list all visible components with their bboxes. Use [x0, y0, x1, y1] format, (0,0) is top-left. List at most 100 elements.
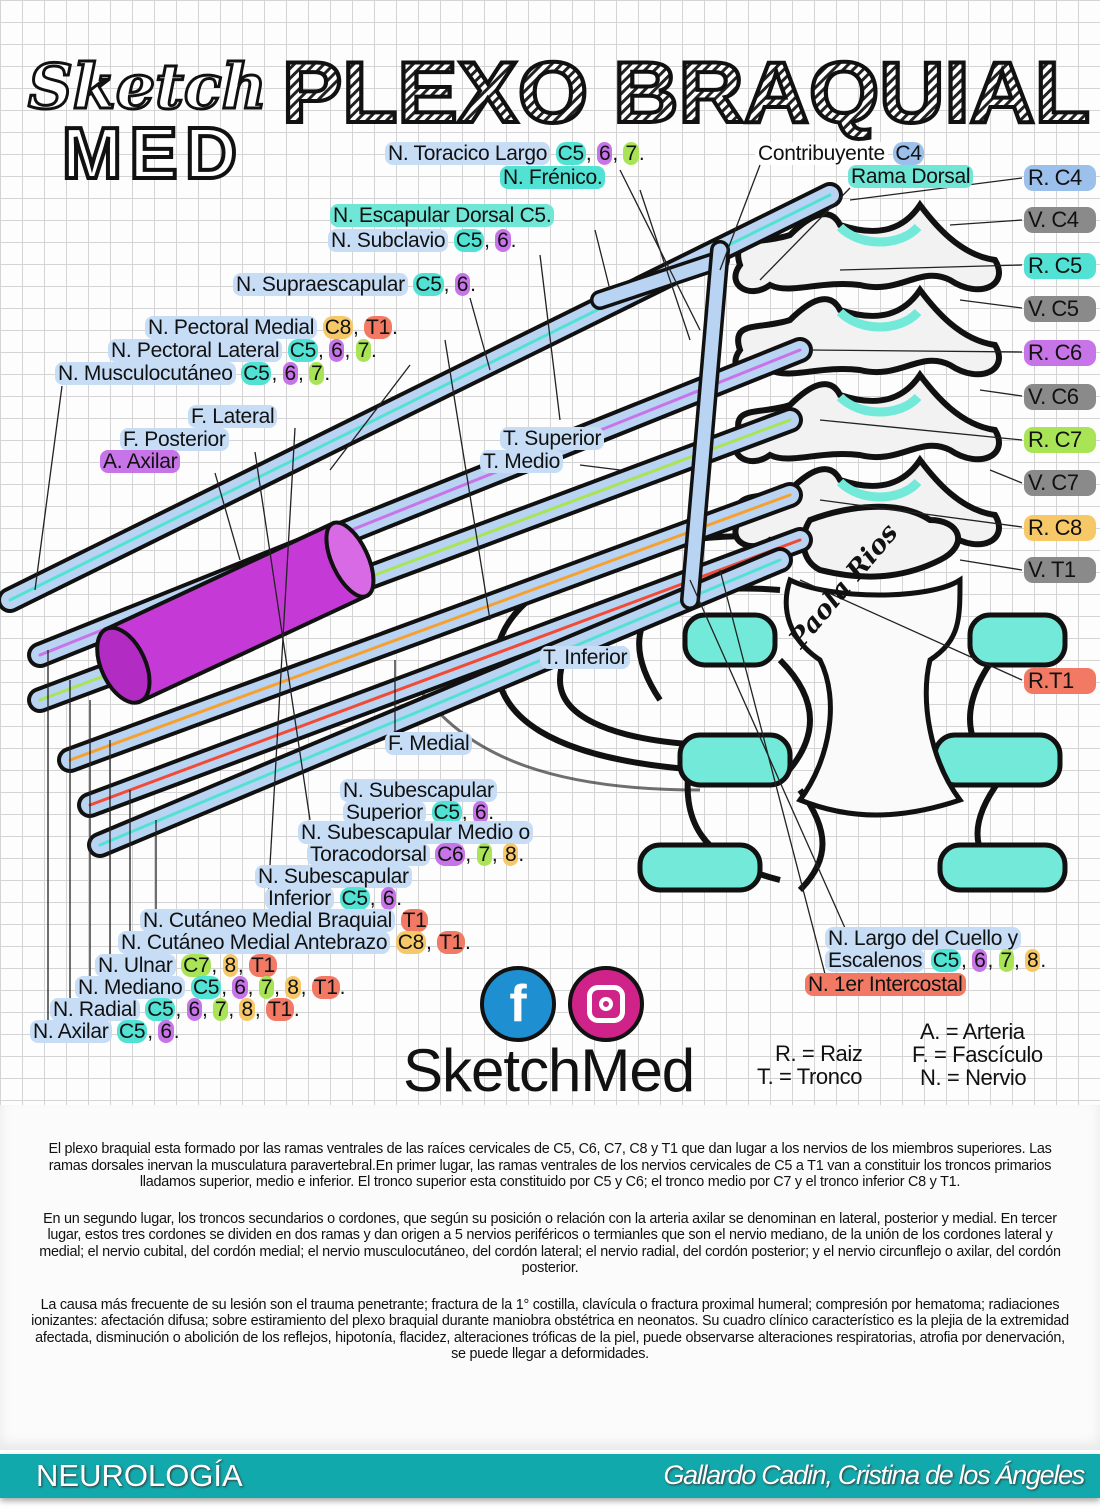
legend-fasciculo: F. = Fascículo	[912, 1042, 1043, 1067]
root-badge: 6	[596, 142, 613, 165]
footer-band: NEUROLOGÍA Gallardo Cadin, Cristina de l…	[0, 1454, 1100, 1498]
root-badge: T1	[364, 316, 392, 339]
root-badge: 6	[282, 362, 298, 385]
root-badge: 6	[454, 273, 471, 296]
label-end: .	[391, 316, 398, 339]
label-musculocutaneo: N. Musculocutáneo C5, 6, 7.	[55, 362, 330, 385]
svg-text:Sketch: Sketch	[28, 50, 267, 123]
label-end: .	[324, 362, 330, 385]
label-end: .	[1040, 949, 1046, 972]
label-text: N. Cutáneo Medial Antebrazo	[118, 931, 391, 954]
label-text: T. Superior	[500, 427, 605, 450]
label-text: N. Subescapular	[340, 779, 497, 802]
label-text: N. Ulnar	[95, 954, 176, 977]
page-title: PLEXO BRAQUIAL	[282, 45, 1090, 141]
side-label-rc5: R. C5	[1024, 253, 1096, 279]
label-text: N. Subclavio	[328, 229, 449, 252]
label-text: F. Medial	[385, 732, 473, 755]
thoracic-body	[783, 575, 965, 818]
label-t-medio: T. Medio	[480, 450, 563, 473]
label-text: F. Posterior	[120, 428, 229, 451]
root-badge: 8	[502, 843, 519, 866]
nerve-cord	[593, 253, 727, 307]
nerve-bundles	[0, 182, 843, 858]
label-end: .	[518, 843, 524, 866]
nerve-cord	[68, 493, 792, 762]
label-f-medial: F. Medial	[385, 732, 473, 755]
root-badge: 6	[380, 887, 397, 910]
svg-text:MED: MED	[62, 114, 237, 194]
label-text: N. Radial	[50, 998, 140, 1021]
root-badge: C5	[413, 273, 444, 296]
label-pectoral-lateral: N. Pectoral Lateral C5, 6, 7.	[108, 339, 377, 362]
side-label-rt1: R.T1	[1024, 668, 1096, 694]
facebook-button[interactable]: f	[480, 966, 556, 1042]
infographic-sheet: Sketch MED PLEXO BRAQUIAL	[0, 0, 1100, 1105]
label-text: T. Inferior	[540, 646, 631, 669]
root-badge: T1	[400, 909, 429, 932]
label-end: .	[396, 887, 402, 910]
root-badge: 8	[1025, 949, 1041, 972]
side-label-vc4: V. C4	[1024, 207, 1096, 233]
root-badge: 6	[232, 976, 248, 999]
root-badge: C8	[395, 931, 427, 954]
label-text: N. Pectoral Lateral	[108, 339, 283, 362]
label-contribuyente: Contribuyente C4	[755, 142, 924, 165]
label-text: N. Supraescapular	[233, 273, 408, 296]
label-text: N. Subescapular	[255, 865, 412, 888]
label-f-lateral: F. Lateral	[188, 405, 278, 428]
label-text: A. Axilar	[100, 450, 181, 473]
root-badge: 7	[623, 142, 639, 165]
root-badge: 6	[495, 229, 511, 252]
label-cut-antebrazo: N. Cutáneo Medial Antebrazo C8, T1.	[118, 931, 471, 954]
root-badge: C5	[145, 998, 176, 1021]
root-badge: C5	[339, 887, 370, 910]
label-text: N. Largo del Cuello y	[825, 927, 1021, 950]
root-badge: C4	[893, 142, 924, 165]
root-badge: 7	[309, 362, 325, 385]
instagram-button[interactable]	[568, 966, 644, 1042]
root-badge: C5	[453, 229, 485, 252]
label-text: N. Pectoral Medial	[145, 316, 318, 339]
root-badge: C5	[930, 949, 961, 972]
side-label-rc4: R. C4	[1024, 165, 1096, 191]
root-badge: C5	[287, 339, 319, 362]
root-badge: C7	[181, 954, 212, 977]
label-intercostal: N. 1er Intercostal	[805, 973, 966, 996]
root-badge: C8	[322, 316, 353, 339]
label-text: N. Musculocutáneo	[55, 362, 236, 385]
brand-name: SketchMed	[403, 1037, 695, 1104]
label-end: .	[465, 931, 471, 954]
facebook-icon: f	[509, 975, 527, 1033]
side-label-vc5: V. C5	[1024, 296, 1096, 322]
label-text: N. Subescapular Medio o	[298, 821, 533, 844]
label-text: Superior	[342, 801, 426, 824]
label-text: N. Mediano	[75, 976, 186, 999]
sketchmed-logo: Sketch MED	[27, 49, 269, 197]
label-a-axilar: A. Axilar	[100, 450, 181, 473]
root-badge: 7	[476, 843, 492, 866]
paragraph-injury: La causa más frecuente de su lesión son …	[31, 1296, 1069, 1363]
author-name: Gallardo Cadin, Cristina de los Ángeles	[663, 1460, 1085, 1490]
side-label-vt1: V. T1	[1024, 557, 1096, 583]
label-end: .	[370, 339, 377, 362]
root-badge: T1	[265, 998, 294, 1021]
root-badge: C5	[190, 976, 222, 999]
label-cut-braquial: N. Cutáneo Medial Braquial T1	[140, 909, 429, 932]
label-end: .	[488, 801, 494, 824]
label-end: .	[173, 1020, 180, 1043]
side-label-rc6: R. C6	[1024, 340, 1096, 366]
root-badge: 6	[329, 339, 345, 362]
label-text: N. Toracico Largo	[385, 142, 551, 165]
leader-lines	[34, 164, 1023, 1021]
side-label-vc7: V. C7	[1024, 470, 1096, 496]
label-text: T. Medio	[480, 450, 563, 473]
root-badge: T1	[248, 954, 277, 977]
root-badge: 6	[472, 801, 489, 824]
label-supraescapular: N. Supraescapular C5, 6.	[233, 273, 476, 296]
label-text: N. Escapular Dorsal C5.	[330, 204, 555, 227]
description-panel: El plexo braquial esta formado por las r…	[0, 1105, 1100, 1450]
side-label-vc6: V. C6	[1024, 384, 1096, 410]
